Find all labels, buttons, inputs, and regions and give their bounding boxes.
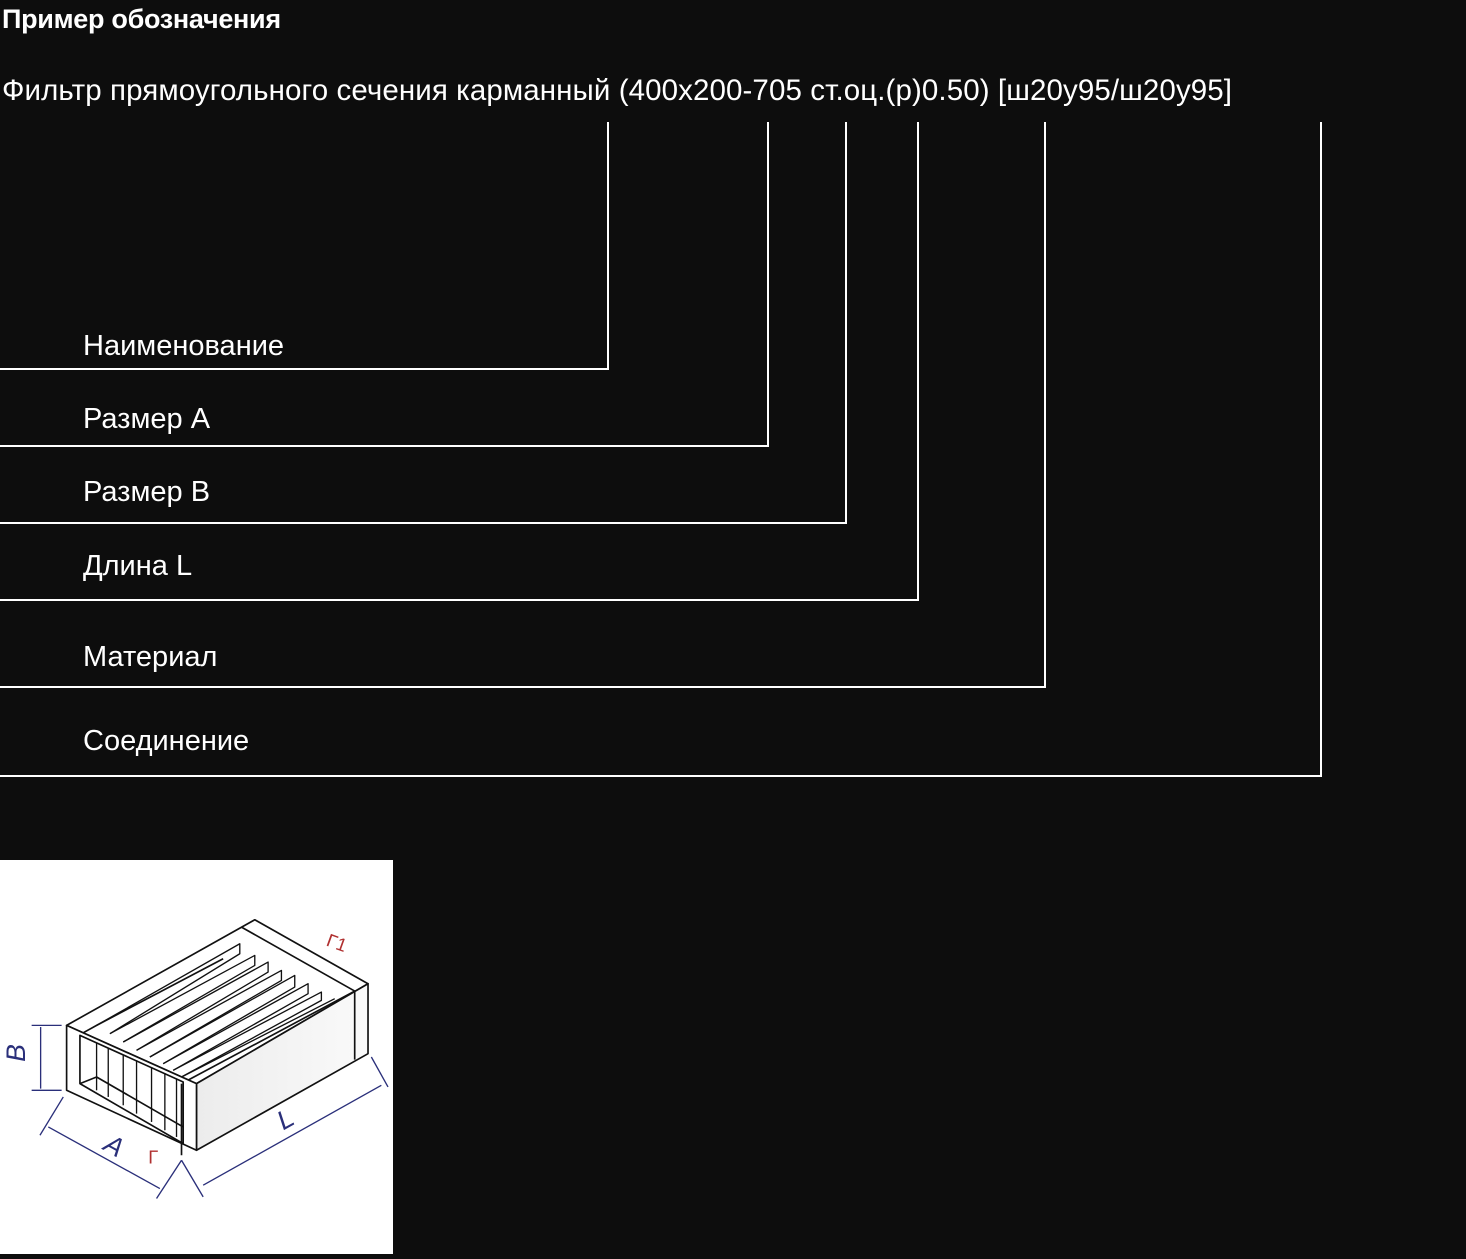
- front-face: [65, 1024, 198, 1152]
- dimension-l-label: L: [272, 1102, 299, 1135]
- leader-length-horizontal: [0, 599, 919, 601]
- designation-example: Фильтр прямоугольного сечения карманный …: [2, 74, 1233, 107]
- leader-name-horizontal: [0, 368, 609, 370]
- leader-connection-vertical: [1320, 122, 1322, 777]
- leader-length-vertical: [917, 122, 919, 601]
- label-connection: Соединение: [83, 725, 250, 757]
- flange-front-label: Г: [148, 1147, 158, 1168]
- filter-pockets: [96, 943, 336, 1078]
- leader-size-b-vertical: [845, 122, 847, 524]
- pocket-filter-illustration: B A L Г Г1: [1, 918, 389, 1199]
- filter-drawing: B A L Г Г1: [0, 860, 393, 1254]
- label-name: Наименование: [83, 330, 285, 362]
- leader-name-vertical: [607, 122, 609, 370]
- leader-material-horizontal: [0, 686, 1046, 688]
- section-title: Пример обозначения: [2, 4, 281, 34]
- leader-size-a-vertical: [767, 122, 769, 447]
- dimension-a-label: A: [97, 1127, 129, 1163]
- label-material: Материал: [83, 641, 218, 673]
- flange-back-label: Г1: [324, 929, 350, 956]
- label-size-a: Размер A: [83, 403, 211, 435]
- dimension-b-label: B: [1, 1044, 31, 1062]
- leader-size-b-horizontal: [0, 522, 847, 524]
- leader-size-a-horizontal: [0, 445, 769, 447]
- leader-material-vertical: [1044, 122, 1046, 688]
- leader-connection-horizontal: [0, 775, 1322, 777]
- label-size-b: Размер B: [83, 476, 211, 508]
- label-length: Длина L: [83, 550, 193, 582]
